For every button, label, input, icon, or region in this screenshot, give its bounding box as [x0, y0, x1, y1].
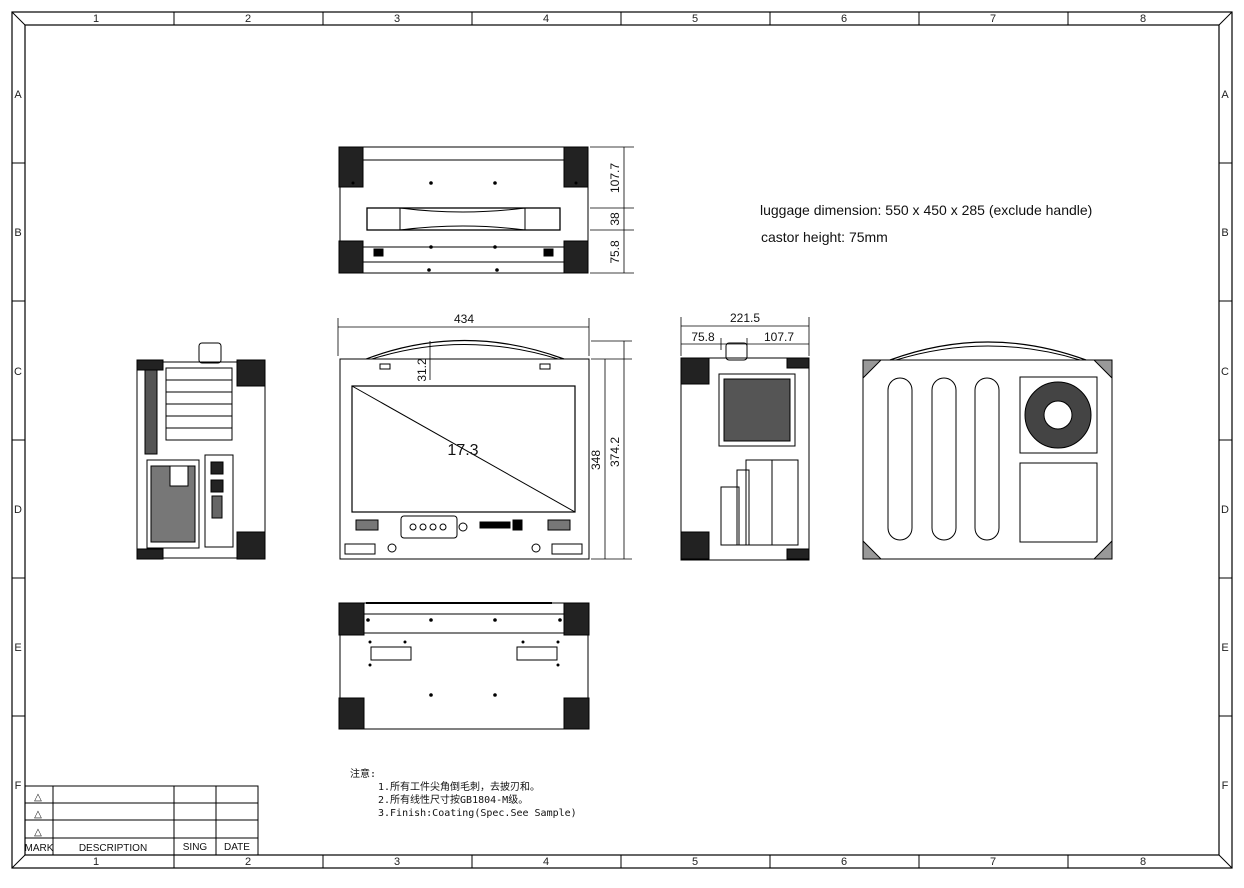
zone-ticks [12, 12, 1232, 868]
sign-label: SING [183, 842, 208, 853]
notes-heading: 注意: [350, 767, 376, 780]
col-label: 7 [990, 856, 996, 868]
col-label: 4 [543, 856, 549, 868]
row-label: D [1221, 504, 1229, 516]
mark-label: MARK [25, 843, 54, 854]
row-label: C [14, 366, 22, 378]
row-label: D [14, 504, 22, 516]
col-label: 8 [1140, 856, 1146, 868]
revision-triangle-icon: △ [34, 792, 42, 803]
revision-triangle-icon: △ [34, 827, 42, 838]
screen-size-label: 17.3 [447, 442, 478, 459]
dim-top-upper: 107.7 [608, 163, 622, 193]
note-item-3: 3.Finish:Coating(Spec.See Sample) [378, 808, 577, 819]
top-view-dimensions [590, 146, 634, 274]
dim-front-total-height: 374.2 [608, 437, 622, 467]
col-label: 2 [245, 856, 251, 868]
dim-front-width: 434 [454, 312, 474, 326]
description-label: DESCRIPTION [79, 843, 147, 854]
right-side-view-dimensions [680, 317, 810, 356]
row-label: B [14, 227, 21, 239]
row-label: B [1221, 227, 1228, 239]
rear-view [862, 341, 1113, 560]
col-label: 1 [93, 13, 99, 25]
left-side-view [136, 342, 266, 560]
row-label: F [15, 780, 22, 792]
row-label: E [1221, 642, 1228, 654]
dim-top-lower: 75.8 [608, 240, 622, 264]
revision-block [24, 785, 259, 856]
spec-castor-height: castor height: 75mm [761, 229, 888, 245]
col-label: 7 [990, 13, 996, 25]
column-labels-top: 1 2 3 4 5 6 7 8 [93, 13, 1146, 25]
col-label: 3 [394, 13, 400, 25]
row-label: F [1222, 780, 1229, 792]
row-labels-left: A B C D E F [14, 89, 22, 792]
revision-triangle-icon: △ [34, 809, 42, 820]
col-label: 6 [841, 856, 847, 868]
row-labels-right: A B C D E F [1221, 89, 1229, 792]
note-item-1: 1.所有工件尖角倒毛刺，去披刃和。 [378, 780, 540, 793]
front-view [339, 339, 590, 560]
row-label: E [14, 642, 21, 654]
note-item-2: 2.所有线性尺寸按GB1804-M级。 [378, 793, 528, 806]
spec-luggage-dimension: luggage dimension: 550 x 450 x 285 (excl… [760, 202, 1092, 218]
dim-front-handle: 31.2 [415, 358, 429, 382]
col-label: 5 [692, 856, 698, 868]
col-label: 4 [543, 13, 549, 25]
bottom-view [338, 602, 590, 730]
row-label: A [14, 89, 22, 101]
date-label: DATE [224, 842, 250, 853]
col-label: 8 [1140, 13, 1146, 25]
col-label: 1 [93, 856, 99, 868]
dim-front-height: 348 [589, 450, 603, 470]
col-label: 3 [394, 856, 400, 868]
column-labels-bottom: 1 2 3 4 5 6 7 8 [93, 856, 1146, 868]
col-label: 5 [692, 13, 698, 25]
dim-side-part-1: 75.8 [691, 330, 715, 344]
row-label: C [1221, 366, 1229, 378]
col-label: 6 [841, 13, 847, 25]
right-side-view [680, 342, 810, 561]
dim-side-depth: 221.5 [730, 311, 760, 325]
front-view-dimensions [337, 318, 632, 560]
dim-side-part-2: 107.7 [764, 330, 794, 344]
dim-top-handle: 38 [608, 212, 622, 226]
row-label: A [1221, 89, 1229, 101]
top-view [338, 146, 589, 274]
frame-corners [11, 11, 1233, 869]
col-label: 2 [245, 13, 251, 25]
